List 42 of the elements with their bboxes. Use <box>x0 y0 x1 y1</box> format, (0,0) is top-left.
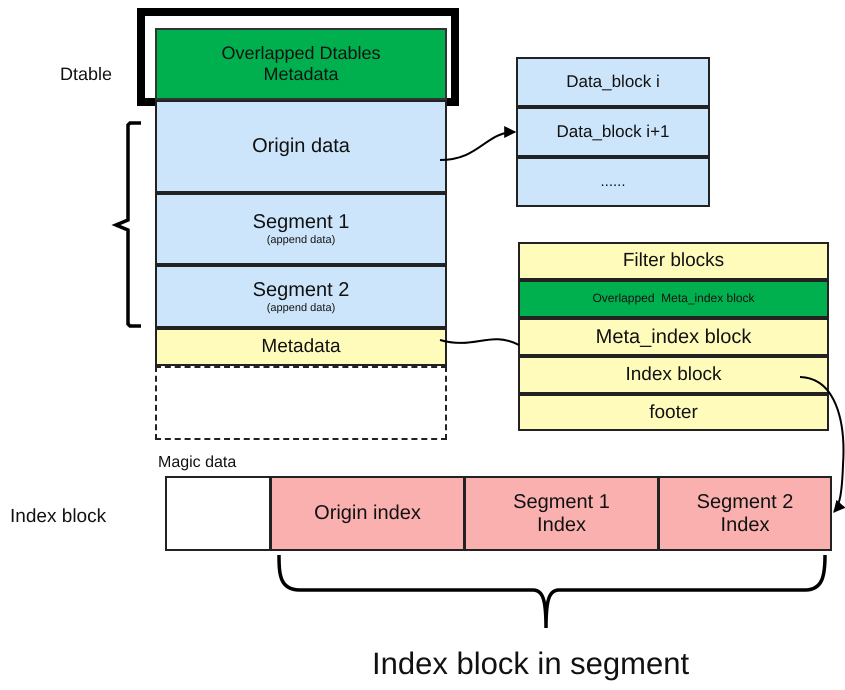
block-label: ...... <box>600 173 626 191</box>
block-label: Data_block i <box>566 72 660 92</box>
segment-block <box>155 193 447 265</box>
block-label: Origin data <box>252 135 350 158</box>
block-label: footer <box>649 402 698 424</box>
empty-block <box>155 366 447 440</box>
index-block <box>518 356 829 394</box>
segment-block <box>155 265 447 328</box>
block-label: Overlapped Dtables Metadata <box>220 43 382 85</box>
block-label: Metadata <box>261 336 341 358</box>
block-label: Origin index <box>314 502 421 525</box>
block-label: Segment 1 <box>252 211 350 234</box>
filter-block <box>518 242 829 280</box>
metadata-block <box>155 28 447 100</box>
meta-index-block <box>518 280 829 318</box>
block-label: Meta_index block <box>596 326 752 348</box>
data-block <box>516 107 710 157</box>
block-label: Data_block i+1 <box>556 122 670 142</box>
index-entry <box>270 476 465 551</box>
row-label: Index block <box>10 506 106 528</box>
data-block <box>516 57 710 107</box>
metadata-block <box>155 328 447 366</box>
block-label: Filter blocks <box>622 250 724 272</box>
block-label: Segment 2 <box>252 278 350 302</box>
arrow <box>800 376 845 513</box>
index-entry <box>464 476 659 551</box>
data-block <box>155 100 447 193</box>
brace-label: Index block in segment <box>372 646 690 682</box>
arrow <box>440 126 516 161</box>
block-label: Index block <box>625 364 722 386</box>
block-label: Segment 1 Index <box>512 490 611 536</box>
data-block <box>516 157 710 207</box>
connector-curve <box>440 338 520 346</box>
block-label: Overlapped Meta_index block <box>592 292 755 306</box>
side-label: Dtable <box>60 64 112 85</box>
block-label: Segment 2 Index <box>696 490 794 536</box>
index-entry <box>658 476 832 551</box>
block-note: (append data) <box>266 234 336 247</box>
block-note: (append data) <box>266 302 336 314</box>
footer-block <box>518 394 829 431</box>
meta-index-block <box>518 318 829 356</box>
block-label: Magic data <box>158 454 236 472</box>
